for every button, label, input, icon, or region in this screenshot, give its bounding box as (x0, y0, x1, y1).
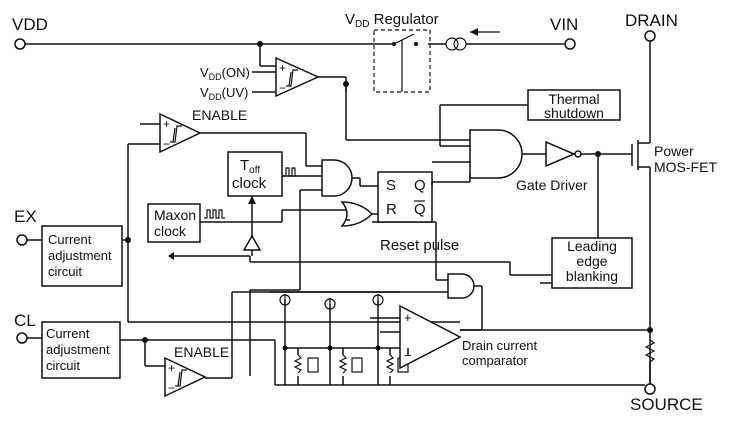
thermal-label-2: shutdown (544, 105, 604, 121)
cl-pin (16, 332, 28, 344)
main-and-gate (469, 129, 523, 179)
toff-pulse-icon (283, 167, 298, 177)
ff-q-label: Q (414, 177, 426, 194)
vdd-uv-label: VDD(UV) (200, 85, 248, 102)
enable-bottom-label: ENABLE (174, 344, 229, 360)
toff-clock-label: clock (232, 175, 267, 192)
leb-label-3: blanking (566, 268, 618, 284)
vin-label: VIN (550, 15, 578, 34)
svg-text:−: − (279, 81, 286, 95)
thermal-label-1: Thermal (548, 91, 599, 107)
uvlo-comparator: + − (252, 44, 349, 98)
drain-current-comparator: + − (370, 304, 650, 370)
ex-pin (16, 234, 28, 246)
vdd-rail (22, 41, 564, 47)
ff-r-label: R (386, 201, 397, 218)
maxon-label-1: Maxon (154, 207, 196, 223)
toff-label: Toff (240, 157, 260, 176)
enable-top-label: ENABLE (192, 107, 247, 123)
drain-label: DRAIN (625, 11, 678, 30)
cur-adj-bot-label-1: Current (46, 326, 90, 341)
svg-text:+: + (279, 61, 286, 75)
source-label: SOURCE (630, 395, 703, 414)
current-source-icon (445, 37, 459, 51)
vdd-on-label: VDD(ON) (200, 65, 250, 82)
current-adj-top-block (41, 225, 123, 287)
ex-label: EX (14, 207, 37, 226)
cl-label: CL (14, 311, 36, 330)
clock-buffer (242, 234, 262, 251)
power-label-1: Power (654, 143, 694, 159)
svg-text:−: − (404, 348, 412, 363)
enable-comparator-bottom: + − (164, 356, 207, 398)
gate-driver-label: Gate Driver (516, 177, 588, 193)
sr-flipflop (377, 171, 433, 223)
maxon-label-2: clock (154, 223, 187, 239)
ff-qbar-label: Q (414, 201, 426, 218)
power-mosfet (631, 40, 653, 385)
current-source-array (270, 291, 409, 385)
maxon-clock-block (147, 203, 201, 243)
regulator-label: VDD Regulator (345, 11, 439, 30)
sense-resistor (644, 339, 656, 363)
current-adj-bottom-block (41, 321, 121, 379)
svg-text:−: − (163, 137, 170, 151)
dcc-label-1: Drain current (462, 338, 538, 353)
leb-label-1: Leading (567, 238, 617, 254)
vin-pin (564, 38, 576, 50)
enable-comparator-top: + − (127, 112, 307, 322)
gate-driver-buffer (545, 140, 576, 168)
set-and-gate (321, 159, 353, 197)
reset-pulse-label: Reset pulse (380, 237, 459, 254)
svg-text:+: + (163, 117, 170, 131)
cur-adj-top-label-3: circuit (48, 264, 82, 279)
svg-text:+: + (404, 310, 412, 325)
ff-s-label: S (386, 177, 396, 194)
source-pin (644, 383, 656, 395)
vdd-regulator (373, 28, 500, 93)
vdd-pin (14, 38, 26, 50)
dcc-label-2: comparator (462, 353, 528, 368)
cur-adj-top-label-1: Current (48, 232, 92, 247)
vdd-label: VDD (12, 15, 48, 34)
svg-text:+: + (168, 361, 175, 375)
reset-or-gate (340, 201, 374, 227)
maxon-pulse-icon (204, 209, 225, 219)
cur-adj-bot-label-3: circuit (46, 358, 80, 373)
reset-and-gate (447, 273, 475, 299)
leb-label-2: edge (576, 253, 607, 269)
cur-adj-top-label-2: adjustment (48, 248, 112, 263)
svg-text:−: − (168, 381, 175, 395)
cur-adj-bot-label-2: adjustment (46, 342, 110, 357)
leb-block (551, 237, 633, 289)
drain-pin (644, 30, 656, 42)
power-label-2: MOS-FET (654, 159, 717, 175)
toff-clock-block (227, 151, 283, 197)
